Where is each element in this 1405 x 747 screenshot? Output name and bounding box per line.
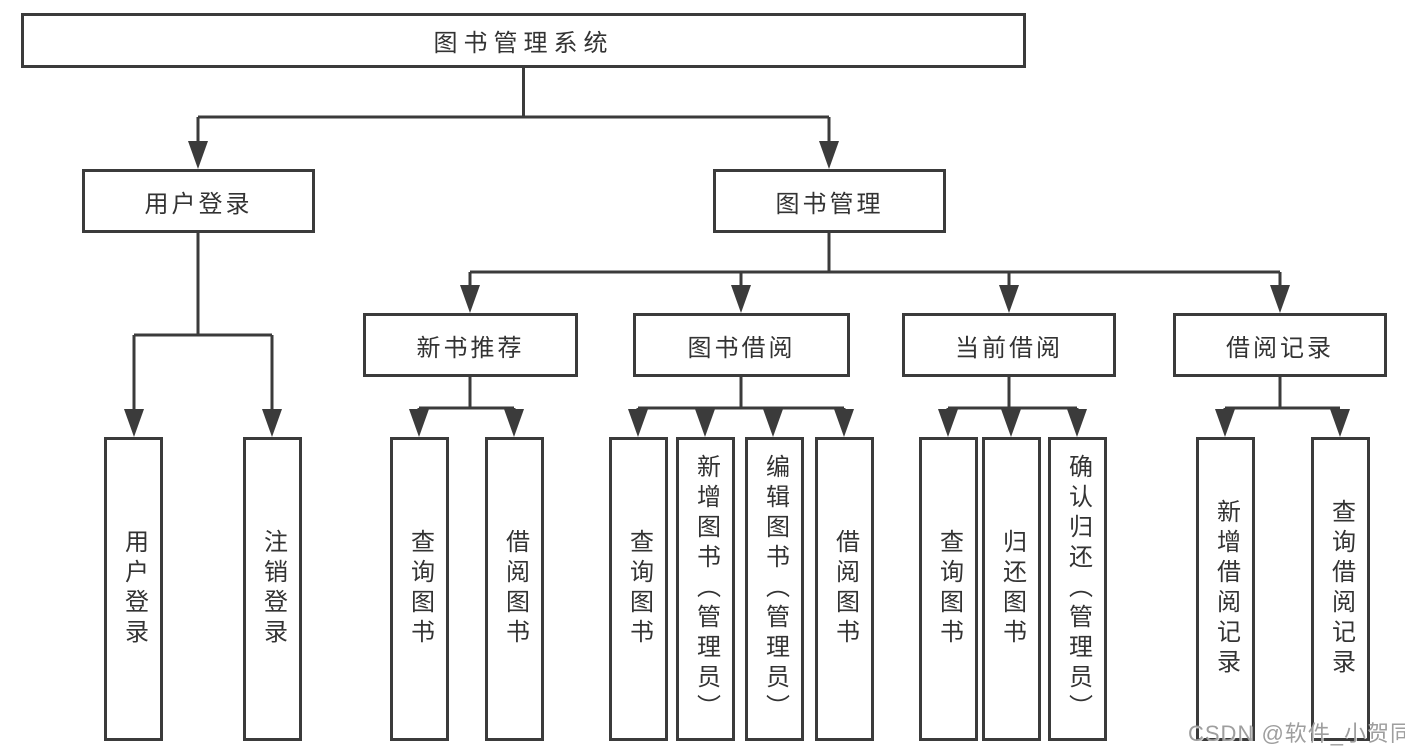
leaf-user-login-label: 用户登录 [120, 529, 148, 649]
leaf-query-borrow-record-label: 查询借阅记录 [1327, 499, 1355, 679]
leaf-query-books-current: 查询图书 [919, 437, 978, 741]
leaf-add-books-admin-label: 新增图书（管理员） [692, 454, 720, 724]
leaf-logout: 注销登录 [243, 437, 302, 741]
leaf-borrow-books-recommend: 借阅图书 [485, 437, 544, 741]
leaf-query-books-recommend: 查询图书 [390, 437, 449, 741]
node-borrow-records: 借阅记录 [1173, 313, 1387, 377]
leaf-query-borrow-record: 查询借阅记录 [1311, 437, 1370, 741]
leaf-user-login: 用户登录 [104, 437, 163, 741]
leaf-query-books-recommend-label: 查询图书 [406, 529, 434, 649]
leaf-return-books: 归还图书 [982, 437, 1041, 741]
node-current-borrow: 当前借阅 [902, 313, 1116, 377]
leaf-borrow-books: 借阅图书 [815, 437, 874, 741]
leaf-query-books-borrow: 查询图书 [609, 437, 668, 741]
arrowheads [124, 141, 1350, 437]
leaf-borrow-books-label: 借阅图书 [831, 529, 859, 649]
csdn-watermark: CSDN @软件_小贺同学 [1188, 721, 1405, 746]
leaf-add-borrow-record: 新增借阅记录 [1196, 437, 1255, 741]
leaf-add-borrow-record-label: 新增借阅记录 [1212, 499, 1240, 679]
node-user-login: 用户登录 [82, 169, 315, 233]
leaf-return-books-label: 归还图书 [998, 529, 1026, 649]
leaf-confirm-return-admin: 确认归还（管理员） [1048, 437, 1107, 741]
leaf-edit-books-admin: 编辑图书（管理员） [745, 437, 804, 741]
leaf-add-books-admin: 新增图书（管理员） [676, 437, 735, 741]
leaf-query-books-current-label: 查询图书 [935, 529, 963, 649]
node-book-management: 图书管理 [713, 169, 946, 233]
leaf-borrow-books-recommend-label: 借阅图书 [501, 529, 529, 649]
node-root-system: 图书管理系统 [21, 13, 1026, 68]
node-new-book-recommend: 新书推荐 [363, 313, 578, 377]
leaf-logout-label: 注销登录 [259, 529, 287, 649]
leaf-edit-books-admin-label: 编辑图书（管理员） [761, 454, 789, 724]
leaf-query-books-borrow-label: 查询图书 [625, 529, 653, 649]
node-book-borrow: 图书借阅 [633, 313, 850, 377]
leaf-confirm-return-admin-label: 确认归还（管理员） [1064, 454, 1092, 724]
